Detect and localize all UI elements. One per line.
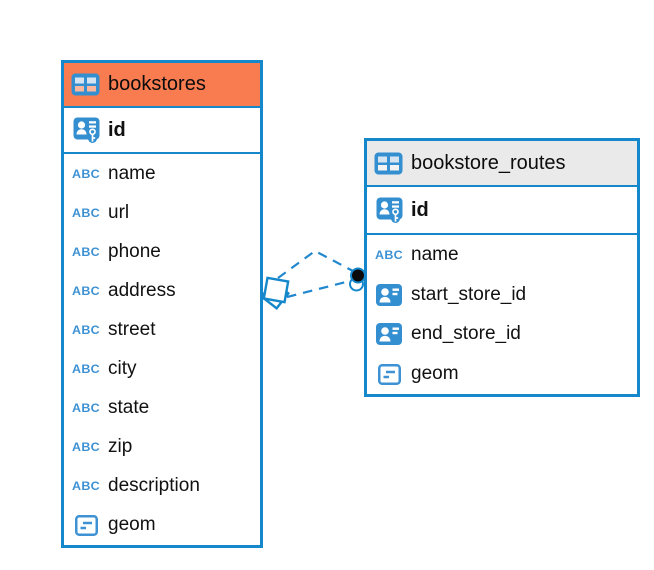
table-icon-cell: [87, 86, 96, 92]
field-label: zip: [108, 436, 133, 458]
table-icon-cell: [390, 164, 399, 170]
text-type-glyph: ABC: [72, 166, 100, 181]
field-row-address[interactable]: ABC address: [64, 271, 260, 310]
primary-key-icon: [71, 117, 101, 144]
text-type-glyph: ABC: [72, 284, 100, 298]
field-label: end_store_id: [411, 323, 521, 345]
field-row-street[interactable]: ABC street: [64, 310, 260, 349]
field-label: address: [108, 279, 176, 301]
text-type-glyph: ABC: [72, 323, 100, 337]
table-icon: [71, 73, 100, 96]
table-icon-frame: [374, 152, 403, 174]
primary-key-icon: [374, 197, 404, 224]
text-type-icon: ABC: [71, 206, 101, 220]
text-type-glyph: ABC: [72, 362, 100, 376]
table-icon: [374, 152, 403, 175]
text-type-icon: ABC: [71, 362, 101, 376]
table-icon-cell: [378, 164, 387, 170]
field-row-city[interactable]: ABC city: [64, 349, 260, 388]
field-row-name[interactable]: ABC name: [367, 235, 637, 275]
bookstores-row-id[interactable]: id: [64, 108, 260, 154]
table-title: bookstores: [108, 73, 206, 95]
field-row-state[interactable]: ABC state: [64, 389, 260, 428]
field-row-phone[interactable]: ABC phone: [64, 232, 260, 271]
field-label: name: [108, 162, 156, 184]
dot-endpoint-back[interactable]: [349, 276, 364, 292]
field-label: url: [108, 201, 130, 223]
text-type-icon: ABC: [374, 248, 404, 262]
text-type-icon: ABC: [71, 401, 101, 415]
table-title: bookstore_routes: [411, 151, 566, 174]
table-bookstores-header[interactable]: bookstores: [64, 63, 260, 108]
geometry-type-icon: [71, 514, 101, 536]
reference-icon: [374, 323, 404, 346]
table-icon-cell: [75, 77, 84, 84]
text-type-icon: ABC: [71, 284, 101, 298]
relationship-endpoint-diamonds[interactable]: [259, 276, 291, 311]
table-routes-header[interactable]: bookstore_routes: [367, 141, 637, 187]
field-row-url[interactable]: ABC url: [64, 193, 260, 232]
field-label: geom: [108, 514, 156, 536]
table-icon-frame: [71, 73, 100, 96]
field-row-description[interactable]: ABC description: [64, 467, 260, 506]
text-type-glyph: ABC: [72, 479, 100, 493]
text-type-glyph: ABC: [375, 248, 403, 262]
table-icon-cell: [87, 77, 96, 84]
field-label: description: [108, 475, 200, 497]
relationship-line-lower[interactable]: [286, 279, 351, 299]
field-label: phone: [108, 240, 161, 262]
table-icon-cell: [75, 86, 84, 92]
field-label: state: [108, 397, 150, 419]
field-row-start-store-id[interactable]: start_store_id: [367, 275, 637, 315]
field-row-geom[interactable]: geom: [367, 354, 637, 394]
relationship-line-upper[interactable]: [277, 249, 354, 279]
field-row-end-store-id[interactable]: end_store_id: [367, 315, 637, 355]
text-type-icon: ABC: [71, 479, 101, 493]
text-type-glyph: ABC: [72, 401, 100, 415]
routes-row-id[interactable]: id: [367, 187, 637, 235]
field-row-geom[interactable]: geom: [64, 506, 260, 545]
text-type-icon: ABC: [71, 440, 101, 454]
table-icon-cell: [378, 156, 387, 162]
field-label: street: [108, 318, 156, 340]
field-label: name: [411, 243, 459, 265]
table-icon-cell: [390, 156, 399, 162]
field-label: geom: [411, 363, 459, 385]
table-bookstore-routes[interactable]: bookstore_routes id ABC name: [364, 138, 640, 397]
field-label: start_store_id: [411, 283, 527, 305]
text-type-icon: ABC: [71, 245, 101, 259]
field-row-name[interactable]: ABC name: [64, 154, 260, 193]
table-bookstores[interactable]: bookstores id ABC name ABC url ABC phone: [61, 60, 263, 548]
text-type-glyph: ABC: [72, 205, 100, 220]
field-row-zip[interactable]: ABC zip: [64, 428, 260, 467]
dot-endpoint-front[interactable]: [350, 267, 366, 284]
diamond-endpoint-front[interactable]: [262, 276, 290, 304]
text-type-glyph: ABC: [72, 245, 100, 259]
text-type-glyph: ABC: [72, 440, 100, 454]
text-type-icon: ABC: [71, 323, 101, 337]
relationship-endpoint-dots[interactable]: [349, 267, 366, 292]
geometry-type-icon: [374, 363, 404, 385]
text-type-icon: ABC: [71, 167, 101, 181]
reference-icon: [374, 283, 404, 306]
field-label-id: id: [411, 198, 429, 221]
diamond-endpoint-back[interactable]: [259, 279, 291, 311]
field-label: city: [108, 358, 137, 380]
field-label-id: id: [108, 118, 126, 141]
